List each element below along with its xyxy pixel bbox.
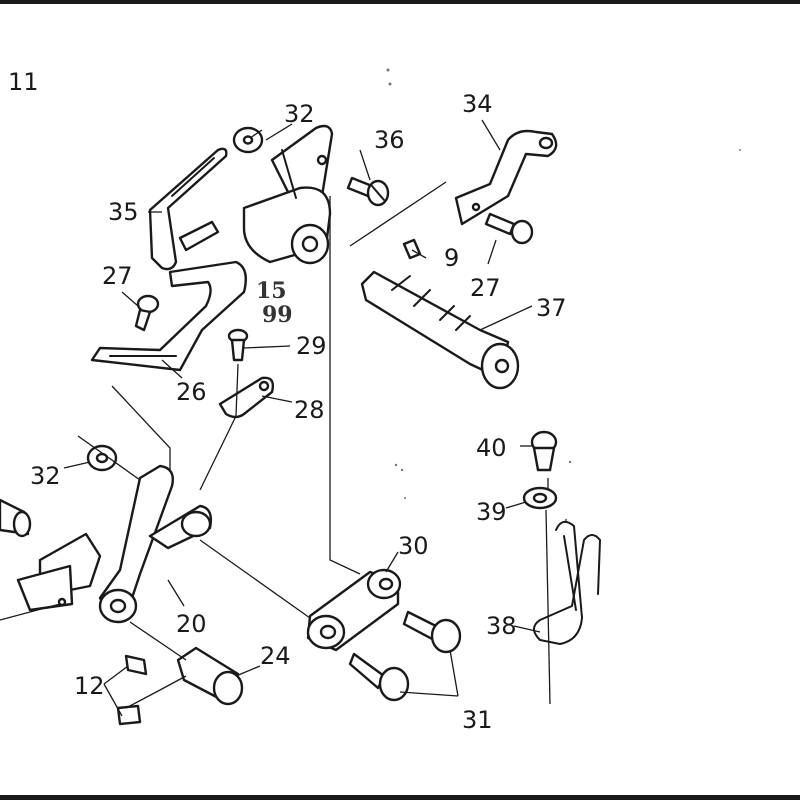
part-32-lower-washer <box>86 444 118 472</box>
part-26-bracket <box>90 260 247 372</box>
part-34-lever <box>454 129 558 226</box>
part-36-screw <box>346 176 390 207</box>
callout-20: 20 <box>176 610 207 638</box>
part-30-link <box>306 568 402 652</box>
part-27-left-screw <box>134 294 160 332</box>
part-28-link <box>218 376 275 419</box>
part-12-screws <box>116 654 148 726</box>
part-29-screw <box>227 328 249 362</box>
scan-noise <box>386 68 741 522</box>
callout-11: 11 <box>8 68 39 96</box>
callout-40: 40 <box>476 434 507 462</box>
upper-bracket-assembly <box>242 124 334 265</box>
part-40-screw <box>530 430 558 472</box>
part-32-top-washer <box>232 126 264 154</box>
bottom-border <box>0 795 800 800</box>
part-35-guard <box>148 147 228 271</box>
callout-29: 29 <box>296 332 327 360</box>
callout-labels: 11 32 36 34 35 27 9 27 37 29 26 28 32 40… <box>8 68 567 734</box>
callout-32-top: 32 <box>284 100 315 128</box>
part-31-wing-screws <box>348 610 462 702</box>
callout-9: 9 <box>444 244 459 272</box>
callout-27-left: 27 <box>102 262 133 290</box>
top-border <box>0 0 800 4</box>
callout-38: 38 <box>486 612 517 640</box>
part-27-right-screw <box>484 212 534 245</box>
callout-34: 34 <box>462 90 493 118</box>
part-39-washer <box>522 486 558 510</box>
callout-27-right: 27 <box>470 274 501 302</box>
part-20-main-arm <box>16 464 213 624</box>
smudged-label-15: 15 <box>256 278 287 304</box>
callout-24: 24 <box>260 642 291 670</box>
callout-36: 36 <box>374 126 405 154</box>
part-24-sleeve <box>176 646 244 706</box>
callout-12: 12 <box>74 672 105 700</box>
callout-26: 26 <box>176 378 207 406</box>
callout-39: 39 <box>476 498 507 526</box>
part-38-wire-spring <box>533 520 601 645</box>
callout-31: 31 <box>462 706 493 734</box>
callout-30: 30 <box>398 532 429 560</box>
smudged-label-99: 99 <box>262 302 293 328</box>
left-shaft-stub <box>0 498 32 538</box>
smudged-label-group: 15 99 <box>256 278 293 328</box>
part-37-shaft <box>360 270 520 390</box>
callout-28: 28 <box>294 396 325 424</box>
callout-37: 37 <box>536 294 567 322</box>
callout-32-lower: 32 <box>30 462 61 490</box>
leader-lines <box>0 119 551 717</box>
callout-35: 35 <box>108 198 139 226</box>
part-9-set-screw <box>402 238 422 260</box>
